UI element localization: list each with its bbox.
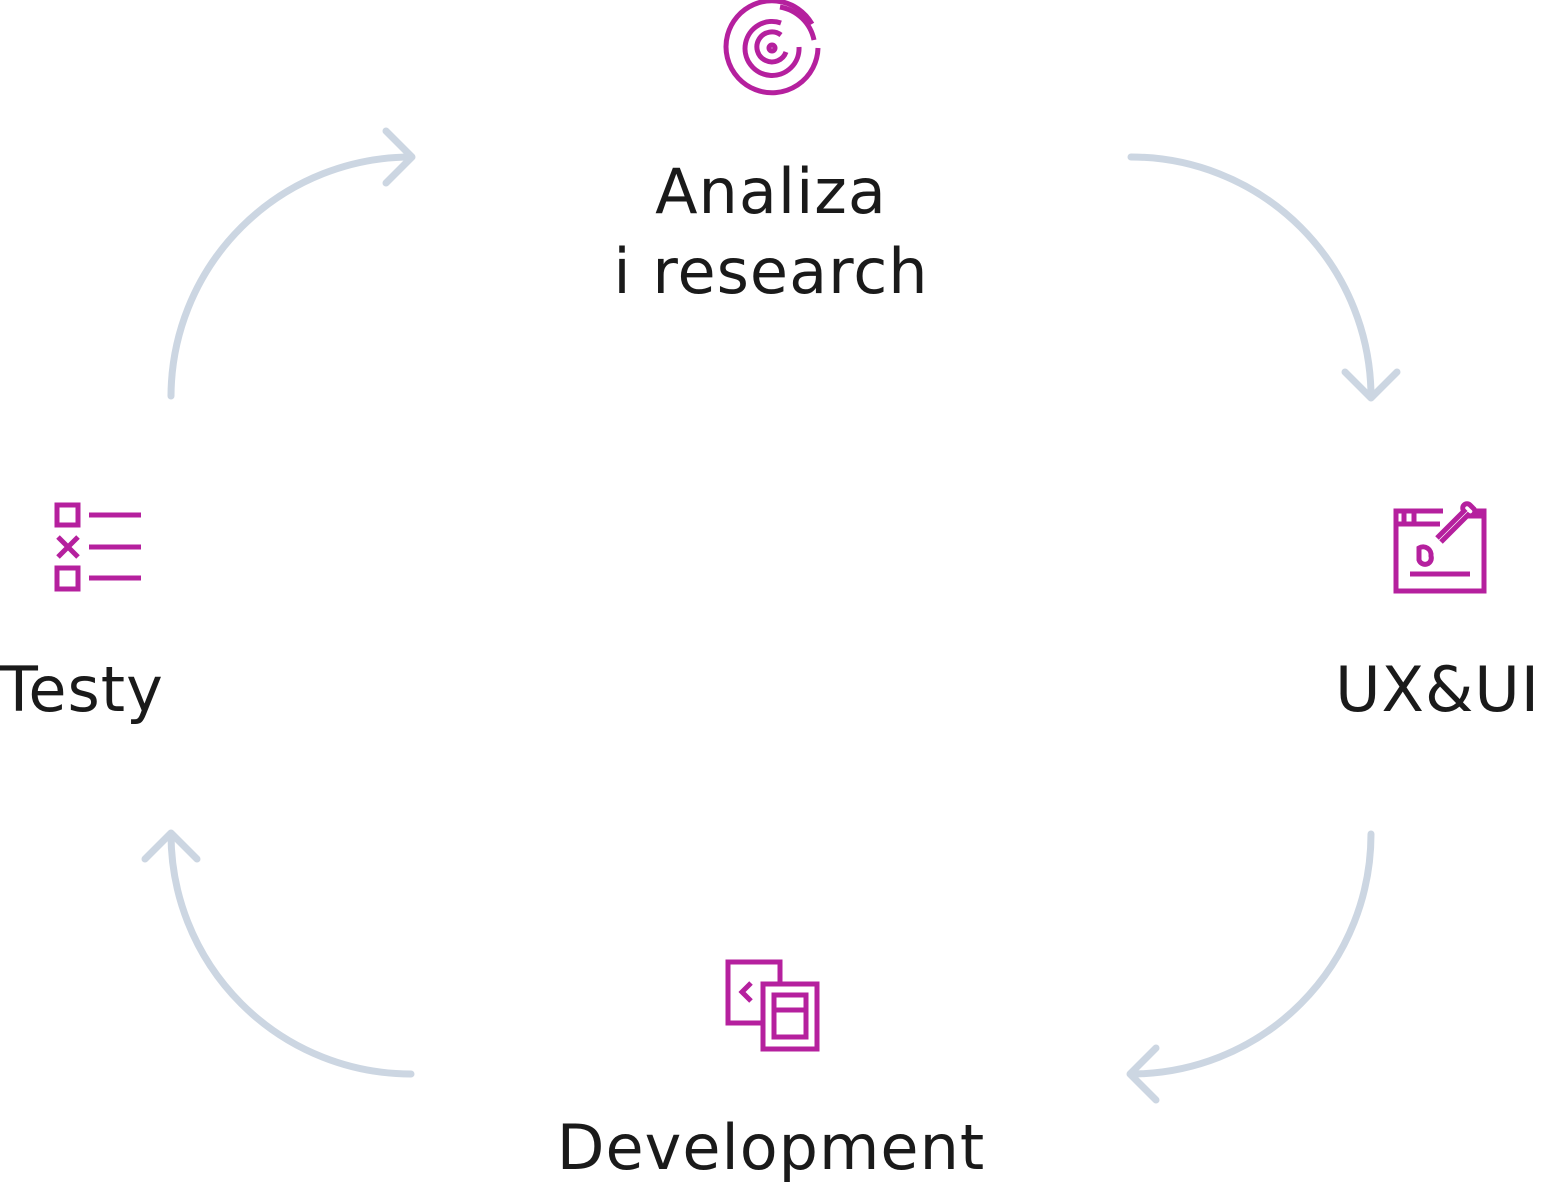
arrow-line [167,153,415,400]
code-windows-icon [725,959,820,1052]
step-label-testy: Testy [0,650,260,730]
arrow-head [141,829,201,863]
step-label-line: Development [556,1111,986,1184]
step-label-line: Analiza [655,155,887,228]
checklist-icon [54,502,141,592]
arrow-head [1126,1044,1160,1104]
arrow-line [167,830,415,1078]
target-icon [723,0,821,96]
step-label-line: UX&UI [1335,653,1540,726]
step-label-development: Development [471,1108,1071,1188]
arrow-head [1341,368,1401,402]
arrow-testy-to-analiza [167,127,416,400]
step-label-line: i research [613,235,929,308]
step-label-line: Testy [0,653,164,726]
design-board-icon [1393,501,1487,594]
arrow-line [1127,830,1375,1078]
arrow-analiza-to-uxui [1127,153,1401,402]
arrow-development-to-testy [141,829,415,1078]
step-label-analiza: Analiza i research [571,152,971,312]
step-label-uxui: UX&UI [1300,650,1540,730]
arrow-line [1127,153,1375,401]
arrow-head [382,127,416,187]
arrow-uxui-to-development [1126,830,1375,1104]
